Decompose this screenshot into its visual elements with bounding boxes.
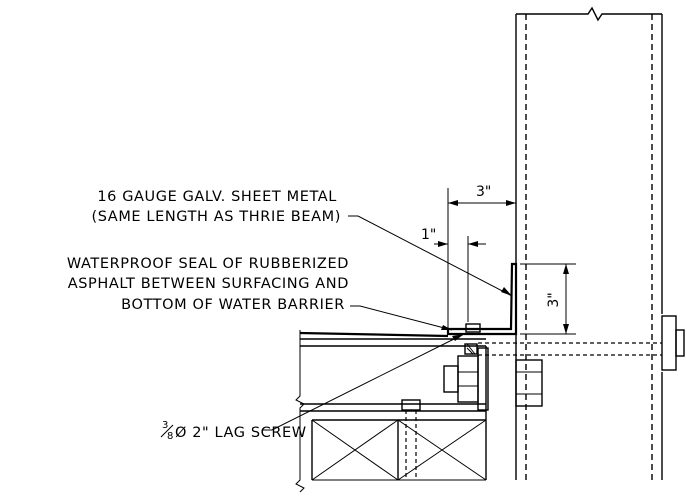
dimension-vertical-3in: 3" [520, 263, 576, 335]
sheet-metal-angle [446, 262, 518, 336]
thrie-beam-end [661, 315, 685, 371]
lag-screw-label: 3 8 Ø 2" LAG SCREW [160, 420, 307, 442]
dim-1in-text: 1" [421, 227, 436, 243]
lag-screw-fraction-numerator: 3 [162, 420, 169, 431]
seal-label-line1: WATERPROOF SEAL OF RUBBERIZED [67, 256, 349, 272]
dim-3in-vertical-text: 3" [546, 292, 562, 307]
dim-3in-horizontal-text: 3" [476, 184, 491, 200]
dimension-1in: 1" [421, 227, 486, 322]
sheet-metal-label-line1: 16 GAUGE GALV. SHEET METAL [97, 189, 337, 205]
post [515, 6, 663, 480]
leader-lines [262, 215, 513, 431]
dimension-horizontal-3in: 3" [447, 184, 516, 330]
vertical-lag-screw [401, 399, 421, 480]
timber-stringers [311, 346, 487, 481]
seal-label-line2: ASPHALT BETWEEN SURFACING AND [68, 276, 349, 292]
sheet-metal-label-line2: (SAME LENGTH AS THRIE BEAM) [91, 209, 341, 225]
lag-screw-fraction-denominator: 8 [167, 431, 174, 442]
bolt-assembly [443, 323, 662, 411]
seal-label-line3: BOTTOM OF WATER BARRIER [121, 297, 345, 313]
callouts: 16 GAUGE GALV. SHEET METAL (SAME LENGTH … [67, 189, 349, 442]
lag-screw-label-text: Ø 2" LAG SCREW [175, 425, 307, 441]
deck-section [295, 330, 486, 493]
